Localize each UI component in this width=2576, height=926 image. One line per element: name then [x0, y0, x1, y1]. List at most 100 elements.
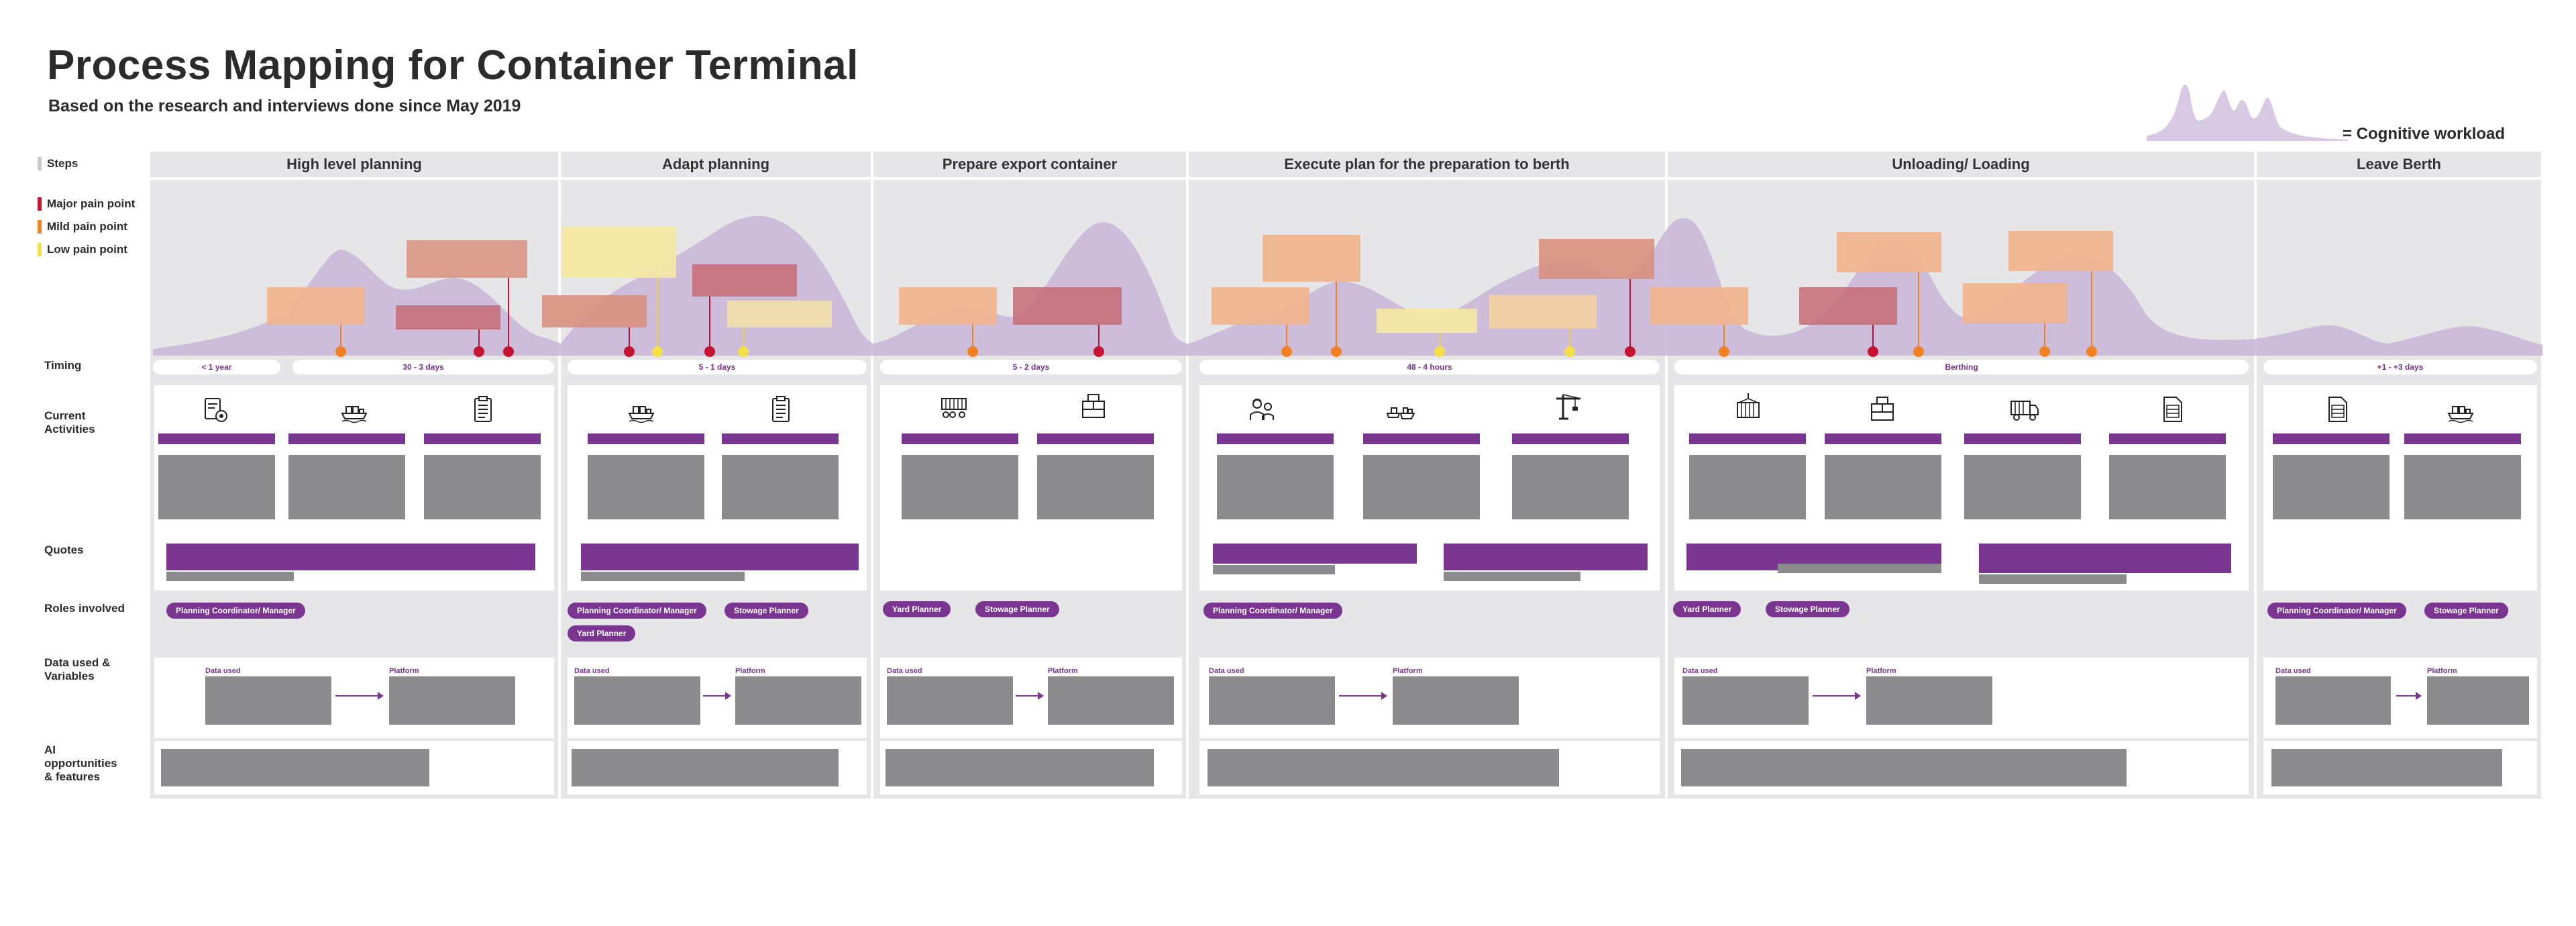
activity-bar — [288, 433, 405, 444]
phase-header: Execute plan for the preparation to bert… — [1189, 152, 1665, 180]
data-used-label: Data used — [574, 667, 610, 675]
timing-pill: 5 - 1 days — [568, 360, 867, 374]
arrow-right-icon — [1813, 692, 1861, 700]
activity-bar — [722, 433, 839, 444]
platform-box — [389, 676, 515, 725]
activity-bar — [902, 433, 1018, 444]
activity-bar — [2109, 433, 2226, 444]
data-used-label: Data used — [2275, 667, 2311, 675]
low-swatch — [38, 243, 42, 256]
legend-major-label: Major pain point — [47, 197, 136, 210]
data-used-box — [205, 676, 331, 725]
legend-mild-label: Mild pain point — [47, 220, 127, 233]
platform-label: Platform — [1048, 667, 1078, 675]
phase-header: Unloading/ Loading — [1668, 152, 2254, 180]
activity-box — [1689, 455, 1806, 519]
row-label-ai: AI opportunities & features — [44, 743, 117, 783]
timing-pill: +1 - +3 days — [2263, 360, 2537, 374]
activity-box — [1217, 455, 1334, 519]
activity-box — [424, 455, 541, 519]
arrow-right-icon — [1016, 692, 1044, 700]
platform-box — [1048, 676, 1174, 725]
platform-label: Platform — [389, 667, 419, 675]
data-used-label: Data used — [1209, 667, 1244, 675]
activity-bar — [1363, 433, 1480, 444]
clipboard-settings-icon — [205, 398, 227, 422]
activity-box — [902, 455, 1018, 519]
row-label-roles: Roles involved — [44, 602, 125, 615]
page-subtitle: Based on the research and interviews don… — [48, 97, 521, 115]
data-used-box — [1682, 676, 1809, 725]
activity-box — [1363, 455, 1480, 519]
row-label-data: Data used & Variables — [44, 656, 111, 682]
activity-bar — [2273, 433, 2390, 444]
document-icon — [2328, 397, 2347, 422]
ai-opportunity-box — [885, 749, 1154, 786]
page-title: Process Mapping for Container Terminal — [47, 42, 859, 89]
activity-box — [158, 455, 275, 519]
quote-bar — [1213, 544, 1417, 564]
timing-pill: Berthing — [1674, 360, 2249, 374]
ai-opportunity-box — [2271, 749, 2502, 786]
ai-opportunity-box — [1681, 749, 2127, 786]
arrow-right-icon — [703, 692, 731, 700]
timing-pill: 30 - 3 days — [292, 360, 554, 374]
activity-box — [288, 455, 405, 519]
cognitive-workload-legend-shape — [2147, 85, 2348, 141]
quote-sub-bar — [1444, 572, 1580, 581]
phase-header: Prepare export container — [873, 152, 1186, 180]
quote-sub-bar — [1979, 574, 2127, 584]
activity-bar — [1825, 433, 1941, 444]
activity-bar — [158, 433, 275, 444]
data-used-box — [887, 676, 1013, 725]
quote-bar — [581, 544, 859, 570]
row-label-activities: Current Activities — [44, 409, 95, 435]
legend-steps: Steps — [38, 157, 78, 170]
activity-bar — [424, 433, 541, 444]
quote-bar — [1444, 544, 1648, 570]
legend-major: Major pain point — [38, 197, 135, 211]
role-pill: Stowage Planner — [1766, 601, 1849, 617]
clipboard-icon — [772, 396, 790, 422]
quote-bar — [166, 544, 535, 570]
container-stack-icon — [1871, 397, 1894, 421]
activity-bar — [588, 433, 704, 444]
activity-box — [1512, 455, 1629, 519]
arrow-right-icon — [2396, 692, 2422, 700]
quote-sub-bar — [1778, 564, 1941, 573]
platform-box — [2427, 676, 2529, 725]
quote-sub-bar — [1213, 565, 1335, 574]
arrow-right-icon — [335, 692, 384, 700]
role-pill: Planning Coordinator/ Manager — [166, 603, 305, 619]
activity-box — [2404, 455, 2521, 519]
platform-label: Platform — [1866, 667, 1896, 675]
activity-bar — [1689, 433, 1806, 444]
mild-swatch — [38, 220, 42, 234]
data-used-label: Data used — [1682, 667, 1718, 675]
data-used-box — [2275, 676, 2391, 725]
timing-pill: 5 - 2 days — [880, 360, 1182, 374]
ai-opportunity-box — [572, 749, 839, 786]
timing-pill: 48 - 4 hours — [1199, 360, 1660, 374]
ship-icon — [629, 406, 654, 423]
data-used-box — [574, 676, 700, 725]
role-pill: Planning Coordinator/ Manager — [568, 603, 706, 619]
phase-header: Leave Berth — [2257, 152, 2541, 180]
ai-opportunity-box — [1208, 749, 1559, 786]
role-pill: Planning Coordinator/ Manager — [2267, 603, 2406, 619]
crane-icon — [1555, 393, 1582, 420]
activity-bar — [1037, 433, 1154, 444]
legend-mild: Mild pain point — [38, 220, 127, 234]
activity-box — [588, 455, 704, 519]
quote-sub-bar — [581, 572, 745, 581]
activity-bar — [2404, 433, 2521, 444]
quote-sub-bar — [166, 572, 294, 581]
arrow-right-icon — [1339, 692, 1387, 700]
role-pill: Stowage Planner — [724, 603, 808, 619]
tug-ship-icon — [1387, 407, 1415, 419]
document-icon — [2163, 397, 2182, 422]
legend-low-label: Low pain point — [47, 243, 127, 256]
activity-box — [2273, 455, 2390, 519]
legend-low: Low pain point — [38, 243, 127, 256]
steps-swatch — [38, 157, 42, 170]
